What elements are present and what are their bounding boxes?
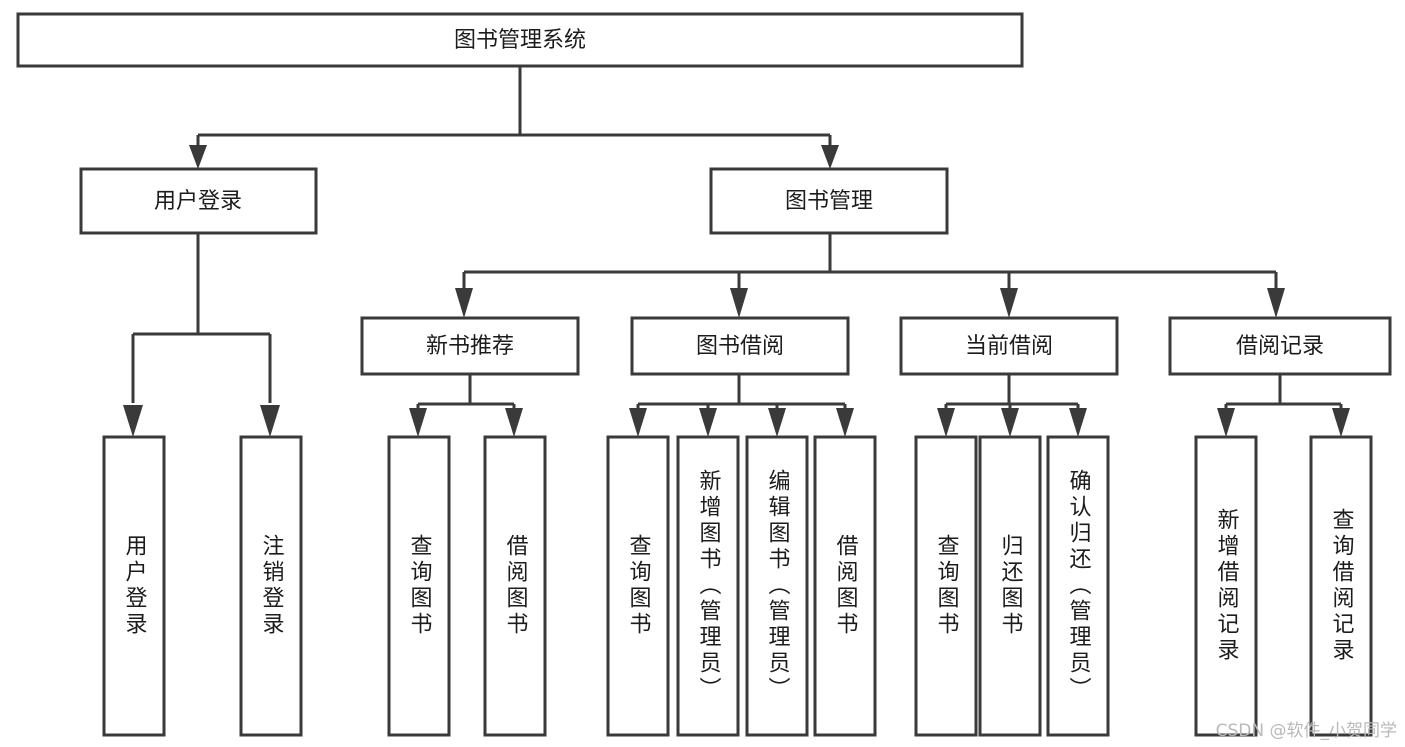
leaf-book-borrow-query-box[interactable] (606, 435, 670, 737)
arrowhead-leaf-cb-return (1001, 408, 1019, 437)
node-borrow-record[interactable]: 借阅记录 (1168, 316, 1392, 376)
arrowhead-new-book (455, 288, 473, 318)
arrowhead-leaf-bb-add (699, 408, 717, 437)
leaf-borrow-record-add[interactable]: 新增借阅记录 (1194, 435, 1258, 737)
leaf-new-book-query-label: 查询图书 (407, 534, 433, 638)
node-root-label: 图书管理系统 (454, 28, 586, 53)
node-book-borrow-box[interactable] (630, 316, 850, 376)
node-current-borrow-box[interactable] (899, 316, 1119, 376)
arrowhead-leaf-br-query (1332, 408, 1350, 437)
leaf-current-borrow-return-label: 归还图书 (998, 534, 1024, 638)
leaf-user-login-login-box[interactable] (102, 435, 166, 737)
leaf-current-borrow-return-box[interactable] (978, 435, 1042, 737)
leaf-current-borrow-query[interactable]: 查询图书 (914, 435, 978, 737)
node-current-borrow[interactable]: 当前借阅 (899, 316, 1119, 376)
leaf-book-borrow-query-label: 查询图书 (626, 534, 652, 638)
leaf-current-borrow-query-box[interactable] (914, 435, 978, 737)
arrowhead-book-manage (821, 145, 839, 169)
arrowhead-borrow-record (1267, 288, 1285, 318)
arrowhead-leaf-logout (260, 405, 280, 437)
arrowhead-leaf-nb-borrow (505, 408, 523, 437)
leaf-book-borrow-query[interactable]: 查询图书 (606, 435, 670, 737)
arrowhead-leaf-user-login (123, 405, 143, 437)
node-book-management-box[interactable] (709, 167, 949, 235)
node-borrow-record-label: 借阅记录 (1236, 334, 1324, 359)
node-book-management-label: 图书管理 (785, 189, 873, 214)
arrowhead-leaf-bb-query (629, 408, 647, 437)
leaf-book-borrow-borrow-box[interactable] (813, 435, 877, 737)
leaf-borrow-record-add-label: 新增借阅记录 (1214, 508, 1240, 664)
arrowhead-leaf-bb-borrow (836, 408, 854, 437)
leaf-book-borrow-edit-box[interactable] (745, 435, 809, 737)
arrowhead-leaf-cb-confirm (1069, 408, 1087, 437)
leaf-current-borrow-confirm-box[interactable] (1046, 435, 1110, 737)
leaf-borrow-record-query[interactable]: 查询借阅记录 (1309, 435, 1373, 737)
leaf-user-login-login[interactable]: 用户登录 (102, 435, 166, 737)
leaf-borrow-record-query-label: 查询借阅记录 (1329, 508, 1355, 664)
leaf-current-borrow-return[interactable]: 归还图书 (978, 435, 1042, 737)
node-book-borrow[interactable]: 图书借阅 (630, 316, 850, 376)
arrowhead-leaf-br-add (1217, 408, 1235, 437)
node-user-login-label: 用户登录 (154, 189, 242, 214)
leaf-book-borrow-add-label: 新增图书（管理员） (696, 469, 722, 703)
leaf-book-borrow-add-box[interactable] (676, 435, 740, 737)
node-user-login[interactable]: 用户登录 (79, 167, 318, 235)
leaf-user-login-logout-label: 注销登录 (259, 534, 285, 638)
node-new-book-recommend-label: 新书推荐 (426, 334, 514, 359)
leaf-borrow-record-add-box[interactable] (1194, 435, 1258, 737)
leaf-current-borrow-confirm[interactable]: 确认归还（管理员） (1046, 435, 1110, 737)
leaf-borrow-record-query-box[interactable] (1309, 435, 1373, 737)
node-book-borrow-label: 图书借阅 (696, 334, 784, 359)
leaf-book-borrow-borrow-label: 借阅图书 (833, 534, 859, 638)
arrowhead-leaf-bb-edit (768, 408, 786, 437)
leaf-current-borrow-query-label: 查询图书 (934, 534, 960, 638)
leaf-book-borrow-borrow[interactable]: 借阅图书 (813, 435, 877, 737)
connector-layer (123, 66, 1350, 437)
leaf-new-book-query-box[interactable] (387, 435, 451, 737)
leaf-new-book-borrow-label: 借阅图书 (503, 534, 529, 638)
node-root[interactable]: 图书管理系统 (16, 12, 1024, 68)
node-book-management[interactable]: 图书管理 (709, 167, 949, 235)
leaf-new-book-borrow-box[interactable] (483, 435, 547, 737)
node-current-borrow-label: 当前借阅 (965, 334, 1053, 359)
leaf-user-login-logout[interactable]: 注销登录 (239, 435, 303, 737)
node-user-login-box[interactable] (79, 167, 318, 235)
arrowhead-current-borrow (1000, 288, 1018, 318)
arrowhead-leaf-cb-query (937, 408, 955, 437)
leaf-book-borrow-edit-label: 编辑图书（管理员） (765, 469, 791, 703)
leaf-user-login-logout-box[interactable] (239, 435, 303, 737)
leaf-new-book-query[interactable]: 查询图书 (387, 435, 451, 737)
node-new-book-recommend-box[interactable] (360, 316, 580, 376)
leaf-new-book-borrow[interactable]: 借阅图书 (483, 435, 547, 737)
csdn-watermark: CSDN @软件_小贺同学 (1215, 721, 1397, 741)
leaf-book-borrow-edit[interactable]: 编辑图书（管理员） (745, 435, 809, 737)
node-borrow-record-box[interactable] (1168, 316, 1392, 376)
arrowhead-book-borrow (730, 288, 748, 318)
leaf-book-borrow-add[interactable]: 新增图书（管理员） (676, 435, 740, 737)
arrowhead-user-login (189, 145, 207, 169)
leaf-current-borrow-confirm-label: 确认归还（管理员） (1066, 469, 1092, 703)
leaf-user-login-login-label: 用户登录 (122, 534, 148, 638)
node-root-box[interactable] (16, 12, 1024, 68)
node-new-book-recommend[interactable]: 新书推荐 (360, 316, 580, 376)
arrowhead-leaf-nb-query (409, 408, 427, 437)
